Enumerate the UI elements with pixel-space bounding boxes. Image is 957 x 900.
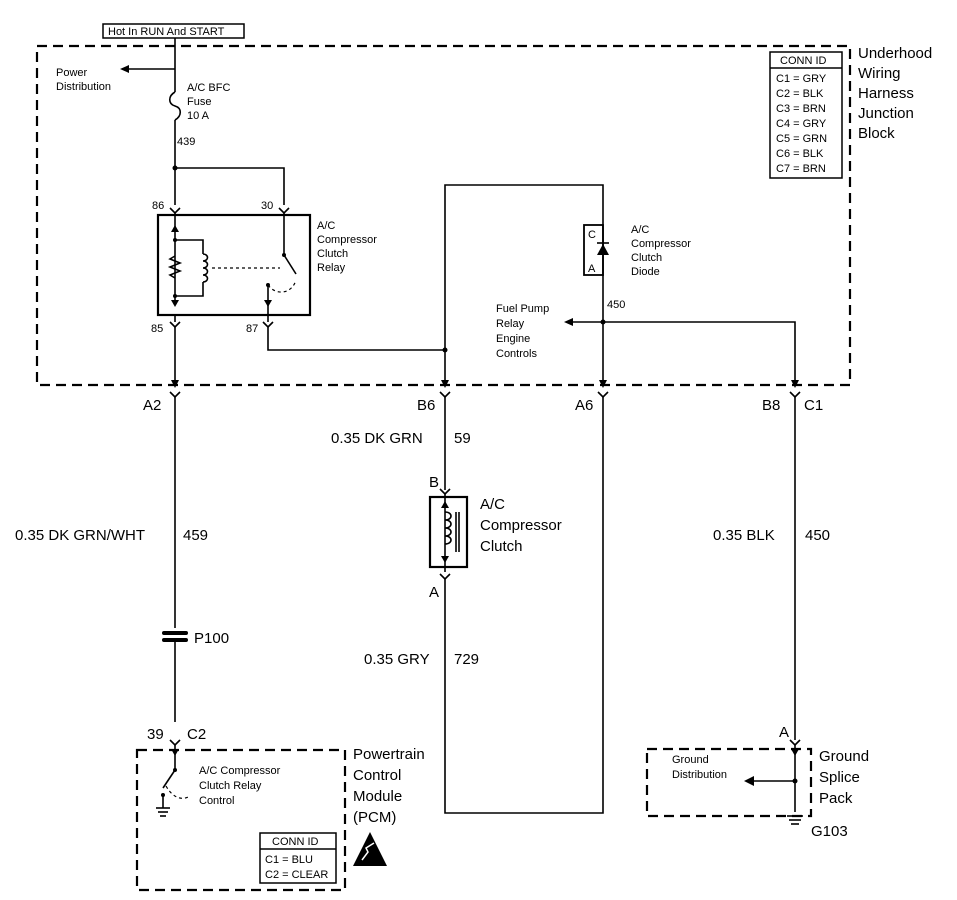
power-source-label: Hot In RUN And START	[108, 26, 225, 38]
connector-icon	[278, 207, 290, 215]
diode-label: A/C Compressor Clutch Diode	[631, 224, 694, 278]
arrow-left-icon	[564, 318, 573, 326]
wire-87	[267, 327, 445, 351]
connector-icon	[169, 207, 181, 215]
fuel-pump-label: Fuel Pump Relay Engine Controls	[496, 303, 552, 360]
wire-to-pin-30	[175, 167, 285, 205]
esd-warning-icon	[353, 832, 387, 866]
resistor-icon	[167, 255, 183, 279]
relay-pin-85: 85	[151, 323, 163, 335]
conn-id-row: C6 = BLK	[776, 148, 824, 160]
relay-label: A/C Compressor Clutch Relay	[317, 220, 380, 274]
pcm-control-label: A/C Compressor Clutch Relay Control	[199, 765, 283, 807]
connector-b8: B8	[762, 397, 780, 414]
connector-a6: A6	[575, 397, 593, 414]
junction-block-title: Underhood Wiring Harness Junction Block	[858, 45, 936, 142]
coil-icon	[202, 253, 209, 283]
ground-splice-pack: A Ground Distribution G103 Ground Splice…	[645, 724, 873, 840]
diode: C A A/C Compressor Clutch Diode	[583, 224, 694, 278]
conn-id-row: C4 = GRY	[776, 118, 827, 130]
conn-id-row: C1 = BLU	[265, 854, 313, 866]
wire-729	[444, 397, 604, 814]
wire-59-circuit: 59	[454, 430, 471, 447]
connector-icon	[262, 321, 274, 329]
splice-dot	[442, 347, 448, 353]
wire-459-color: 0.35 DK GRN/WHT	[15, 527, 145, 544]
relay: 86 30 A/C Compressor Clutch Relay	[151, 200, 380, 335]
clutch-pin-b: B	[429, 474, 439, 491]
arrow-left-icon	[120, 65, 129, 73]
fuse-label: A/C BFC Fuse 10 A	[187, 82, 233, 122]
ground-distribution-label: Ground Distribution	[672, 754, 727, 781]
power-source-box	[102, 23, 245, 39]
connector-icon	[169, 321, 181, 329]
coil-icon	[444, 511, 452, 545]
pcm-conn-id-table	[259, 832, 337, 884]
clutch-pin-a: A	[429, 584, 439, 601]
fuse-icon	[168, 91, 182, 121]
relay-pin-86: 86	[152, 200, 164, 212]
conn-id-row: C2 = BLK	[776, 88, 824, 100]
ground-id-g103: G103	[811, 823, 848, 840]
ground-pack-pin-a: A	[779, 724, 789, 741]
conn-id-title: CONN ID	[272, 836, 319, 848]
conn-id-row: C3 = BRN	[776, 103, 826, 115]
ground-icon	[787, 815, 803, 825]
wire-729-circuit: 729	[454, 651, 479, 668]
conn-id-row: C5 = GRN	[776, 133, 827, 145]
splice-p100: P100	[162, 630, 229, 722]
arrow-left-icon	[744, 776, 754, 786]
connector-c1: C1	[804, 397, 823, 414]
ground-pack-title: Ground Splice Pack	[819, 748, 873, 807]
diode-pin-a: A	[588, 263, 596, 275]
relay-pin-87: 87	[246, 323, 258, 335]
pcm-connector-c2: C2	[187, 726, 206, 743]
switch-icon	[162, 769, 176, 789]
ground-icon	[156, 807, 170, 817]
pcm: 39 C2 A/C Compressor Clutch Relay Contro…	[135, 726, 429, 892]
switch-icon	[283, 254, 297, 275]
circuit-450-label: 450	[607, 299, 625, 311]
wire-b6-loop	[444, 184, 604, 384]
pcm-title: Powertrain Control Module (PCM)	[353, 746, 429, 826]
clutch-label: A/C Compressor Clutch	[480, 496, 566, 555]
relay-pin-30: 30	[261, 200, 273, 212]
wire-459-circuit: 459	[183, 527, 208, 544]
diode-pin-c: C	[588, 229, 596, 241]
svg-text:P100: P100	[194, 630, 229, 647]
power-distribution-label: Power Distribution	[56, 67, 111, 93]
connector-b6: B6	[417, 397, 435, 414]
junction-connectors: A2 B6 A6 B8 C1	[143, 380, 823, 414]
pcm-pin-39: 39	[147, 726, 164, 743]
conn-id-row: C7 = BRN	[776, 163, 826, 175]
compressor-clutch: B A/C Compressor Clutch A	[428, 474, 566, 601]
circuit-439-label: 439	[177, 136, 195, 148]
wire-450-color: 0.35 BLK	[713, 527, 775, 544]
conn-id-row: C2 = CLEAR	[265, 869, 328, 881]
connector-a2: A2	[143, 397, 161, 414]
wire-729-color: 0.35 GRY	[364, 651, 430, 668]
wire-59-color: 0.35 DK GRN	[331, 430, 423, 447]
diode-icon	[597, 244, 609, 255]
junction-conn-id-table: CONN ID C1 = GRY C2 = BLK C3 = BRN C4 = …	[769, 51, 843, 179]
wire-450-circuit: 450	[805, 527, 830, 544]
conn-id-row: C1 = GRY	[776, 73, 827, 85]
conn-id-title: CONN ID	[780, 55, 827, 67]
wire-to-fuel-pump	[570, 321, 796, 384]
